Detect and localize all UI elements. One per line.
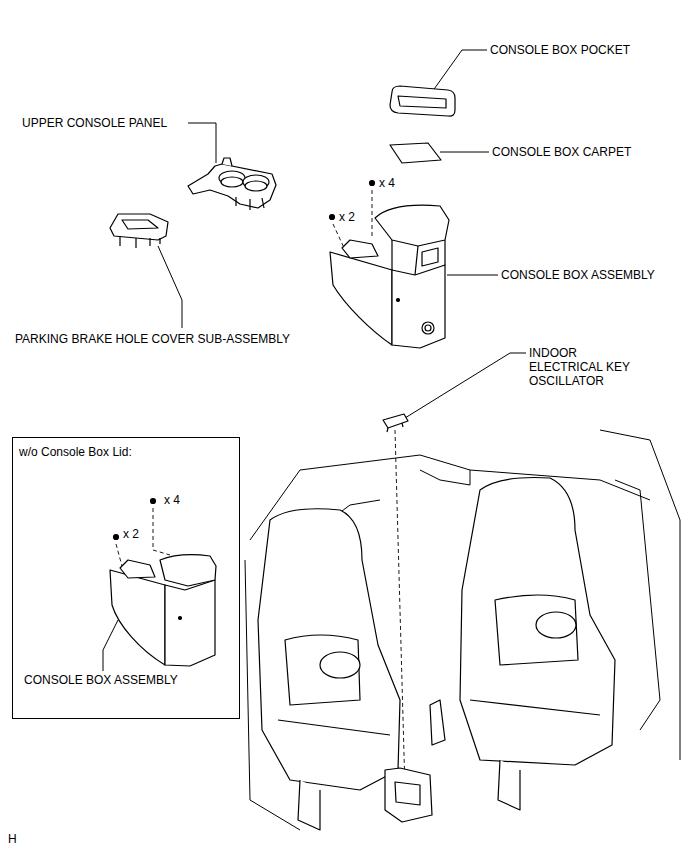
seat xyxy=(470,700,600,810)
screw-symbol xyxy=(114,181,375,540)
console-box-assembly xyxy=(422,248,438,266)
console-box-assembly xyxy=(422,322,434,334)
vehicle-interior xyxy=(420,470,470,485)
part-name: UPPER CONSOLE PANEL xyxy=(22,116,167,130)
seat xyxy=(278,720,390,830)
inset-frame: w/o Console Box Lid: x 4 x 2 CONSOLE BOX AS… xyxy=(12,437,240,719)
inset-console-box-assembly xyxy=(179,617,182,620)
console-box-assembly xyxy=(330,205,449,348)
guide-lines xyxy=(372,190,373,238)
console-box-assembly xyxy=(375,205,449,246)
part-name: CONSOLE BOX ASSEMBLY xyxy=(501,268,655,282)
console-box-assembly xyxy=(392,240,445,275)
console-box-pocket xyxy=(390,86,455,116)
part-name: PARKING BRAKE HOLE COVER SUB-ASSEMBLY xyxy=(15,332,290,346)
leader-lines xyxy=(158,246,182,328)
console-box-pocket xyxy=(390,86,455,116)
inset-console-box-assembly xyxy=(165,580,215,666)
seat xyxy=(460,478,615,766)
key-oscillator xyxy=(383,414,408,428)
figure-code: H xyxy=(8,832,17,846)
screw-symbol xyxy=(151,499,156,504)
leader-lines xyxy=(440,152,489,153)
screw-symbol xyxy=(114,535,119,540)
seat xyxy=(285,635,360,705)
parking-brake-hole-cover xyxy=(122,220,158,229)
upper-console-panel xyxy=(221,177,243,187)
guide-lines xyxy=(116,544,122,566)
seat xyxy=(430,700,445,745)
inset-console-box-assembly xyxy=(160,555,216,586)
seat xyxy=(258,478,615,831)
seat xyxy=(495,595,578,665)
guide-lines xyxy=(153,508,170,555)
quantity-label: x 2 xyxy=(339,210,355,224)
key-oscillator xyxy=(387,423,403,432)
screw-symbol xyxy=(370,181,375,186)
vehicle-interior xyxy=(245,430,680,830)
inset-console-box-assembly xyxy=(110,555,216,666)
inset-console-box-assembly xyxy=(120,560,155,578)
upper-console-panel xyxy=(188,158,276,210)
seat xyxy=(385,768,432,822)
quantity-label: x 2 xyxy=(123,527,139,541)
part-name: CONSOLE BOX CARPET xyxy=(492,145,631,159)
part-name: INDOOR ELECTRICAL KEY OSCILLATOR xyxy=(529,346,649,388)
upper-console-panel xyxy=(236,197,264,210)
quantity-label: x 4 xyxy=(379,176,395,190)
leader-lines xyxy=(432,50,487,92)
inset-heading: w/o Console Box Lid: xyxy=(19,445,132,459)
part-name: CONSOLE BOX ASSEMBLY xyxy=(24,673,178,687)
screw-symbol xyxy=(330,215,335,220)
console-box-assembly xyxy=(397,299,400,302)
key-oscillator xyxy=(383,414,408,432)
console-box-assembly xyxy=(425,325,431,331)
quantity-label: x 4 xyxy=(164,493,180,507)
inset-console-box-assembly xyxy=(110,570,165,665)
console-box-assembly xyxy=(392,265,445,348)
leader-lines xyxy=(405,353,526,418)
seat xyxy=(395,782,420,805)
console-box-pocket xyxy=(398,96,446,108)
console-box-carpet xyxy=(390,143,441,163)
seat xyxy=(320,652,360,678)
vehicle-interior xyxy=(615,480,660,730)
upper-console-panel xyxy=(245,181,267,191)
seat xyxy=(258,509,400,790)
leader-lines xyxy=(447,275,498,276)
part-name: CONSOLE BOX POCKET xyxy=(490,43,630,57)
upper-console-panel xyxy=(222,158,232,166)
console-box-assembly xyxy=(330,252,392,345)
leader-lines xyxy=(188,123,216,163)
guide-lines xyxy=(116,190,405,790)
parking-brake-hole-cover xyxy=(110,214,168,248)
leader-lines xyxy=(103,620,118,671)
parking-brake-hole-cover xyxy=(120,236,160,248)
seat xyxy=(536,612,576,638)
console-box-assembly xyxy=(342,240,378,258)
parking-brake-hole-cover xyxy=(110,214,168,240)
console-box-carpet xyxy=(390,143,441,163)
